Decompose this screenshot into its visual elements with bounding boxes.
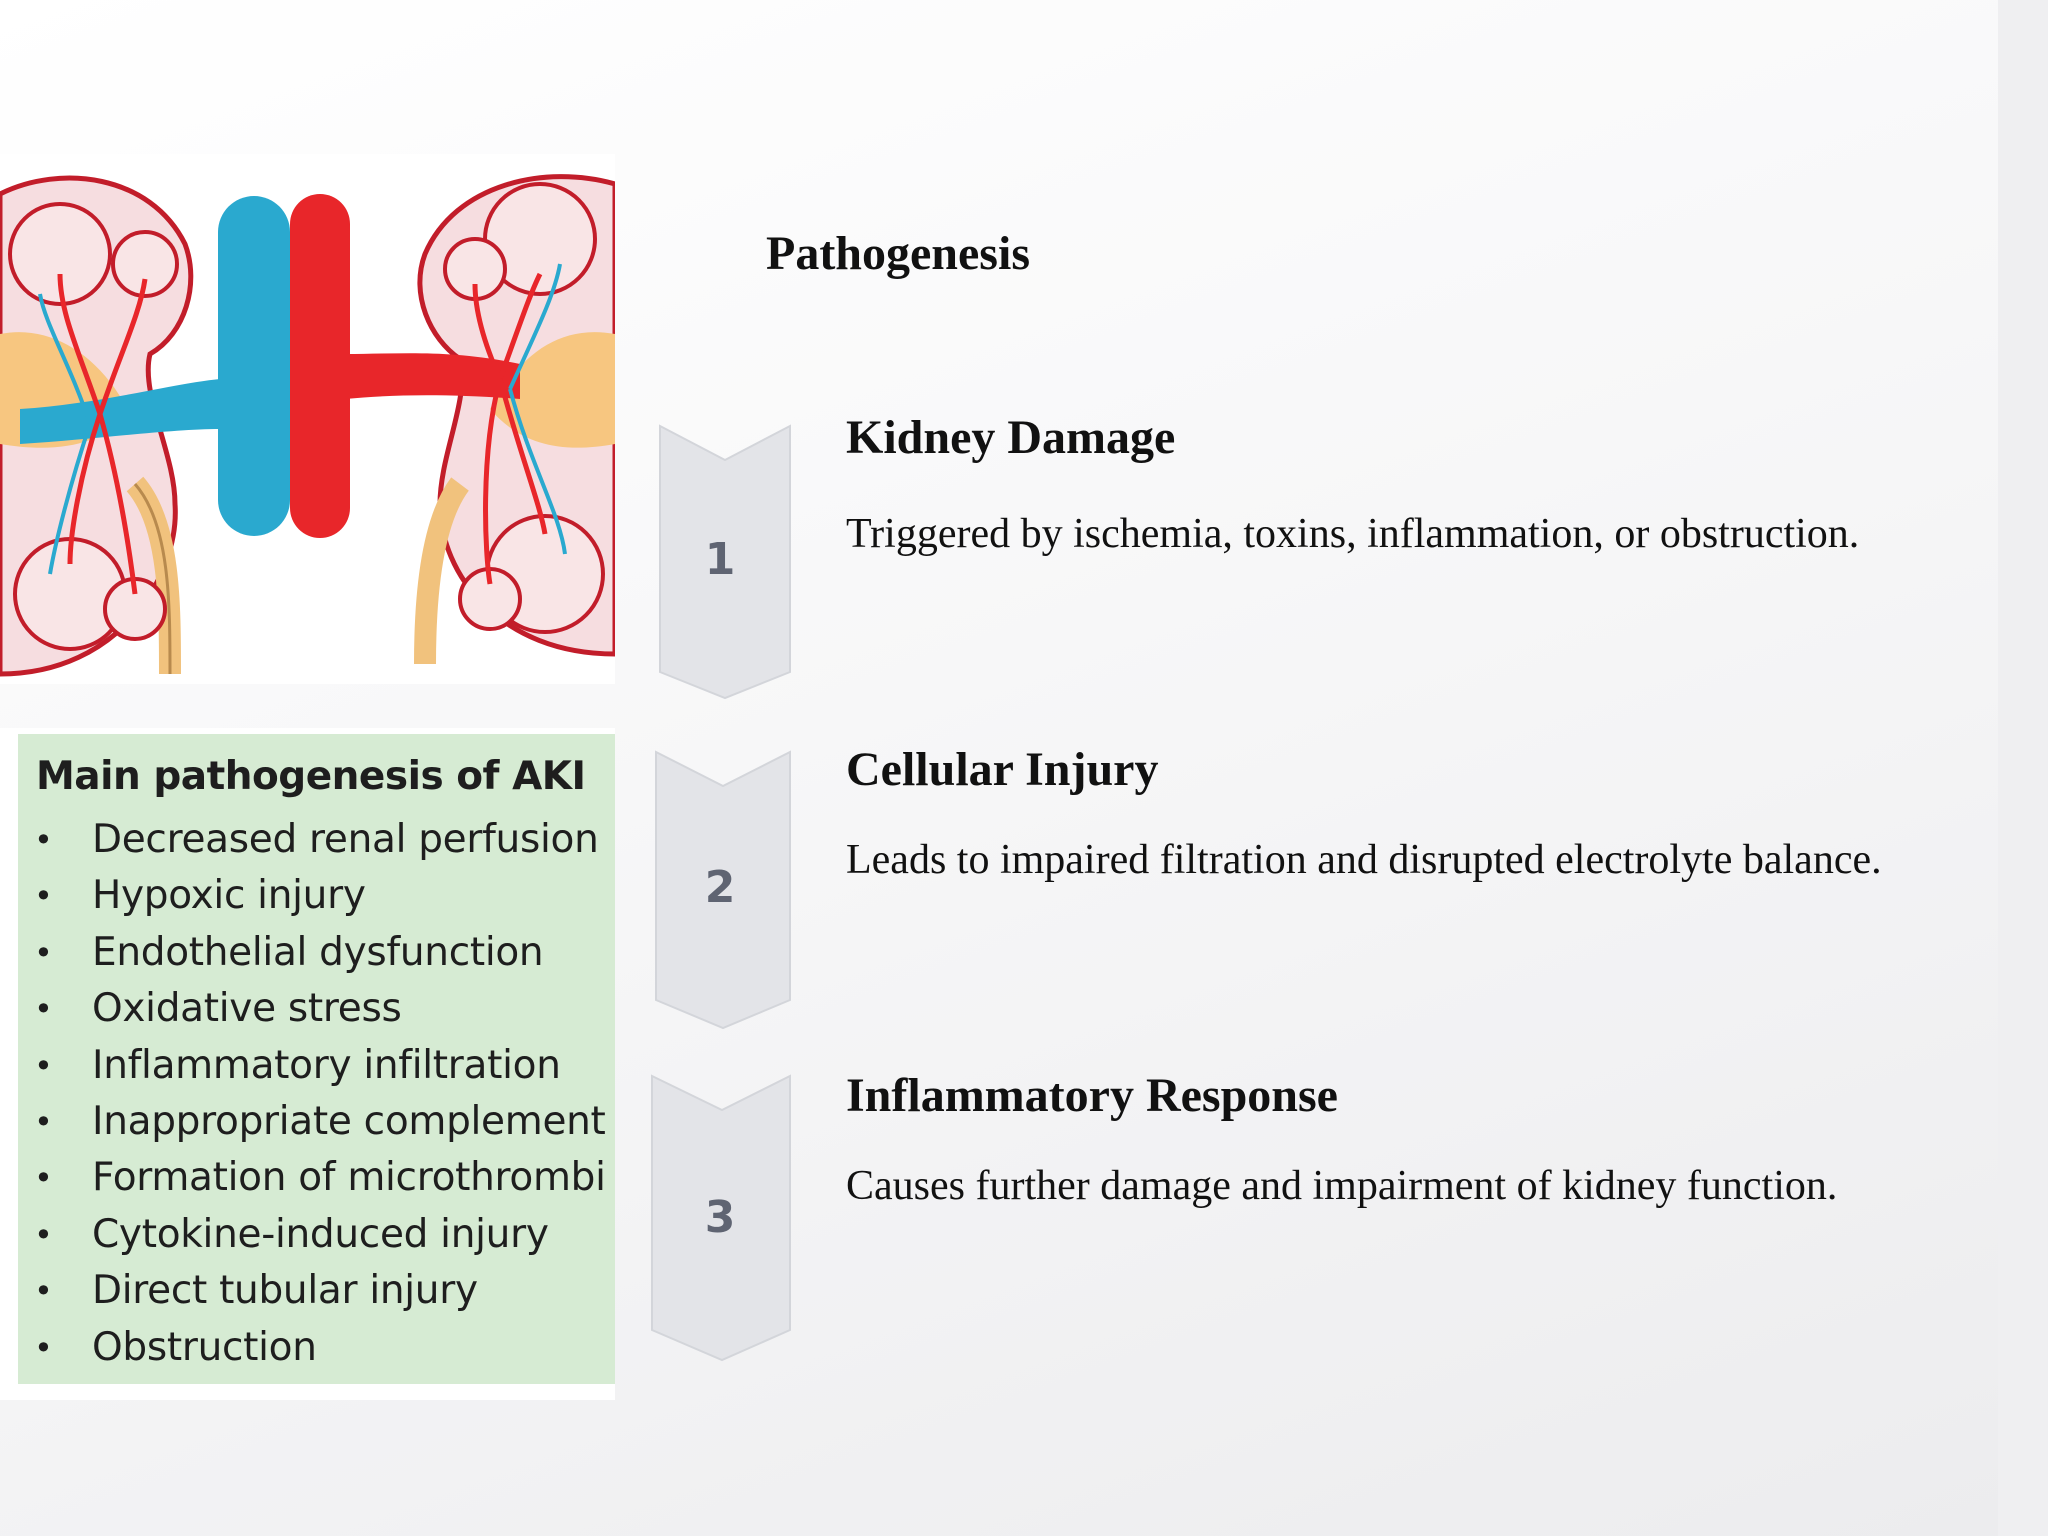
bullet-icon: • [34,1215,53,1254]
bullet-icon: • [34,877,53,916]
slide-title: Pathogenesis [766,227,1030,280]
chevron-step-icon [659,424,791,700]
step-number: 2 [704,862,736,913]
bullet-icon: • [34,1328,53,1367]
chevron-step-icon [655,750,791,1030]
kidney-illustration [0,154,615,684]
bullet-icon: • [34,1102,53,1141]
aki-pathogenesis-box: Main pathogenesis of AKI • Decreased rena… [18,734,615,1384]
bullet-icon: • [34,821,53,859]
aki-item-text: Formation of microthrombi [92,1155,606,1201]
step-description: Leads to impaired filtration and disrupt… [846,837,1882,883]
bullet-icon: • [34,1272,53,1311]
aki-item-text: Decreased renal perfusion [92,817,599,862]
aki-box-title: Main pathogenesis of AKI [36,754,586,799]
bullet-icon: • [34,990,53,1029]
step-heading: Kidney Damage [846,411,1176,464]
slide-edge-strip [1998,0,2048,1536]
step-number: 1 [704,534,736,585]
bullet-icon: • [34,1046,53,1085]
step-description: Causes further damage and impairment of … [846,1163,1838,1209]
aki-item-text: Obstruction [92,1324,317,1370]
aki-item-text: Cytokine-induced injury [92,1211,549,1257]
chevron-step-icon [651,1074,791,1362]
aki-item-text: Inflammatory infiltration [92,1042,561,1088]
kidneys-illustration-icon [0,174,615,677]
aki-item-text: Inappropriate complement a [92,1098,615,1144]
aki-item-text: Endothelial dysfunction [92,929,544,975]
step-description: Triggered by ischemia, toxins, inflammat… [846,511,1860,557]
step-1: 1 Kidney Damage Triggered by ischemia, t… [640,411,2000,704]
step-heading: Cellular Injury [846,743,1159,796]
step-2: 2 Cellular Injury Leads to impaired filt… [640,743,2000,1032]
bullet-icon: • [34,933,53,972]
step-heading: Inflammatory Response [846,1069,1338,1122]
bullet-icon: • [34,1159,53,1198]
aki-item-text: Hypoxic injury [92,873,366,919]
step-3: 3 Inflammatory Response Causes further d… [640,1069,2000,1364]
aki-pathogenesis-panel: Main pathogenesis of AKI • Decreased rena… [0,728,615,1400]
step-number: 3 [704,1192,736,1243]
aki-item-text: Direct tubular injury [92,1268,478,1314]
aki-item-text: Oxidative stress [92,986,402,1032]
